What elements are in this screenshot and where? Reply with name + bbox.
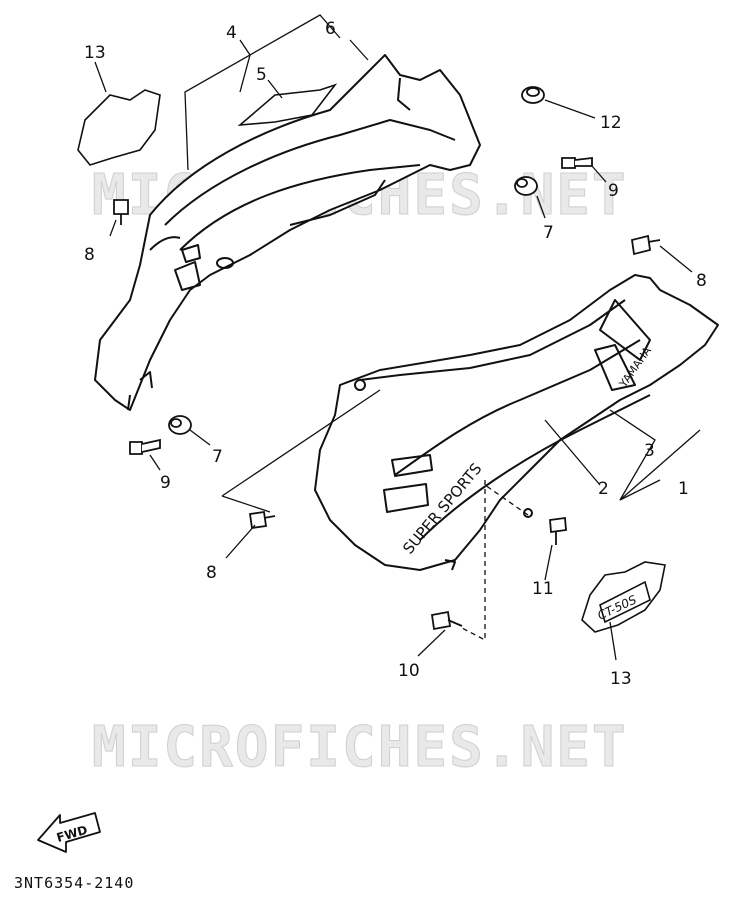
leader-lines — [94, 14, 701, 661]
callout-5: 5 — [256, 65, 267, 85]
callout-12: 12 — [600, 113, 622, 133]
callout-7-upper: 7 — [543, 223, 554, 243]
side-panel-5 — [237, 83, 338, 127]
callout-7-lower: 7 — [212, 447, 223, 467]
emblem-13-lower — [581, 561, 666, 633]
callout-6: 6 — [325, 19, 336, 39]
fwd-arrow-icon: FWD — [37, 812, 101, 853]
callout-4: 4 — [226, 23, 237, 43]
callout-9-upper: 9 — [608, 181, 619, 201]
callout-11: 11 — [532, 579, 554, 599]
watermark-bottom: MICROFICHES.NET — [92, 715, 628, 780]
callout-13-lower: 13 — [610, 669, 632, 689]
callout-8-lower: 8 — [206, 563, 217, 583]
callout-9-lower: 9 — [160, 473, 171, 493]
callout-1: 1 — [678, 479, 689, 499]
decal-13-upper — [77, 89, 161, 166]
callout-13-upper: 13 — [84, 43, 106, 63]
callout-2: 2 — [598, 479, 609, 499]
upper-body-cover — [94, 54, 481, 411]
hardware — [113, 86, 661, 631]
callout-8-right: 8 — [696, 271, 707, 291]
callout-3: 3 — [644, 441, 655, 461]
diagram-code: 3NT6354-2140 — [14, 874, 135, 892]
lower-side-cover — [314, 274, 719, 571]
callout-10: 10 — [398, 661, 420, 681]
callout-8-upper-left: 8 — [84, 245, 95, 265]
